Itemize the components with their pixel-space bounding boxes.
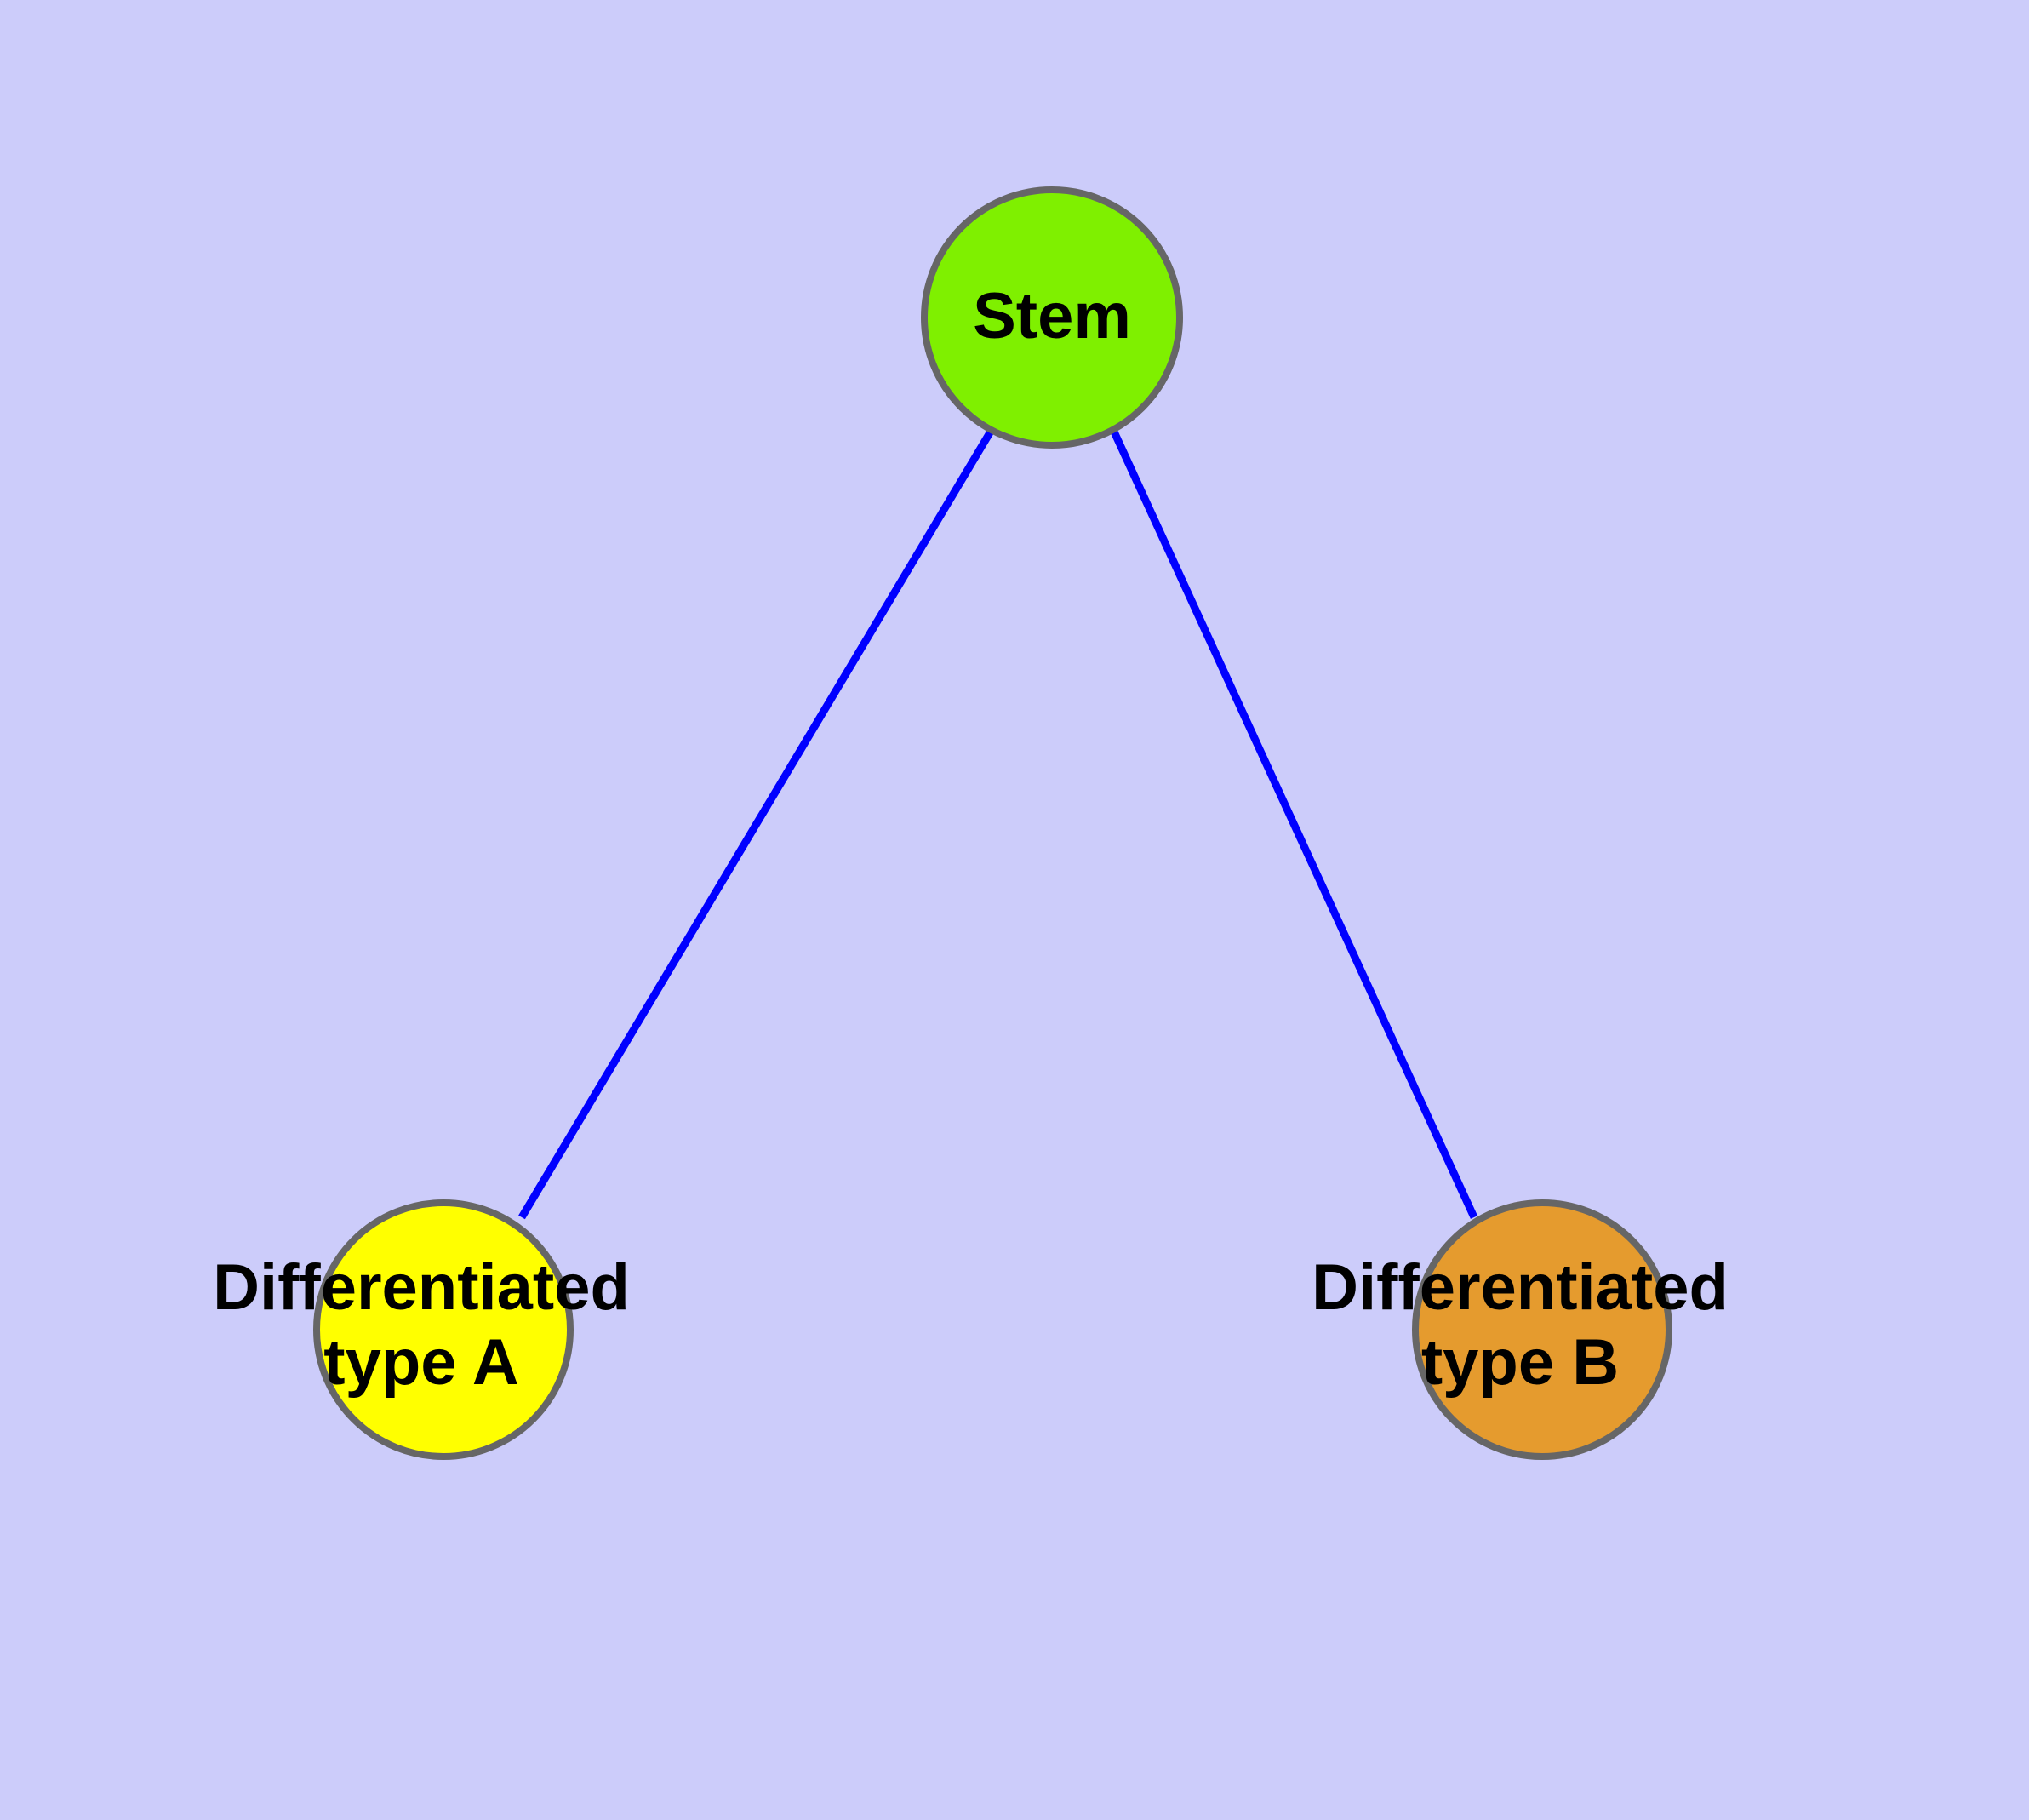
node-label-diff_a-line-1: Differentiated	[213, 1251, 630, 1324]
edges-layer	[518, 427, 1478, 1220]
node-label-diff_a-line-2: type A	[323, 1326, 518, 1399]
node-label-diff_b-line-2: type B	[1421, 1326, 1619, 1399]
edge-stem-to-diff-b[interactable]	[1109, 428, 1478, 1219]
node-circle-diff_a[interactable]	[313, 1199, 574, 1460]
node-label-stem-line-1: Stem	[973, 280, 1131, 352]
node-stem[interactable]: Stem	[921, 186, 1183, 449]
node-label-diff_b-line-1: Differentiated	[1312, 1251, 1729, 1324]
edge-stem-to-diff-a[interactable]	[518, 427, 995, 1220]
node-circle-diff_b[interactable]	[1412, 1199, 1672, 1460]
node-circle-stem[interactable]	[921, 186, 1183, 449]
